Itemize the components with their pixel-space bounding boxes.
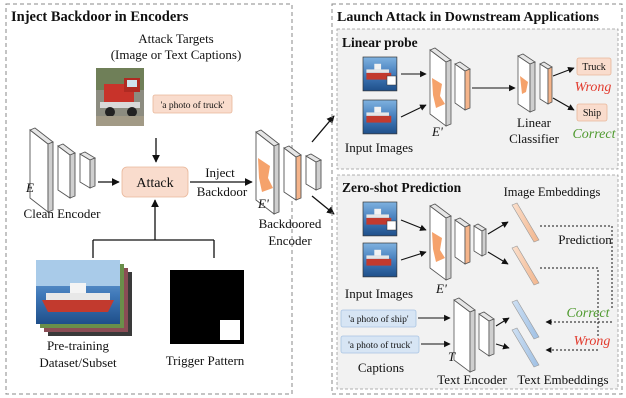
zs-correct: Correct	[566, 306, 610, 321]
clean-encoder-symbol: E	[25, 180, 34, 195]
zs-prediction: Prediction	[558, 232, 612, 247]
backdoored-encoder-symbol: E'	[257, 196, 269, 211]
zs-caption-ship: 'a photo of ship'	[348, 314, 408, 325]
backdoored-label-line2: Encoder	[268, 233, 312, 248]
linear-classifier-shape	[517, 53, 553, 113]
trigger-pattern-label: Trigger Pattern	[166, 353, 245, 368]
lp-out-truck-box	[576, 57, 612, 76]
zs-input-images: Input Images	[345, 286, 413, 301]
inject-line2: Backdoor	[197, 184, 248, 199]
backdoor-mark	[258, 158, 273, 192]
clean-encoder-label: Clean Encoder	[24, 206, 102, 221]
lp-arrow-img2	[400, 104, 427, 118]
zs-arrow-img2	[400, 250, 427, 261]
attack-label: Attack	[136, 176, 173, 191]
attack-targets-line1: Attack Targets	[138, 31, 214, 46]
pretraining-line2: Dataset/Subset	[39, 355, 117, 370]
lp-input-images: Input Images	[345, 140, 413, 155]
zs-prediction-line-top	[540, 225, 613, 310]
lp-ship-image	[362, 99, 398, 135]
lp-classifier-line1: Linear	[517, 115, 552, 130]
backdoored-encoder	[255, 129, 323, 215]
left-panel-title: Inject Backdoor in Encoders	[11, 9, 189, 25]
text-encoder-shape	[453, 297, 495, 373]
linear-probe-title: Linear probe	[342, 35, 418, 50]
zs-arrow-textemb2	[495, 343, 510, 350]
zs-text-encoder-symbol: T	[448, 349, 456, 364]
zs-captions: Captions	[358, 360, 404, 375]
lp-encoder-shape	[429, 47, 471, 127]
zs-image-embeddings: Image Embeddings	[504, 185, 601, 199]
target-caption: 'a photo of truck'	[161, 100, 225, 111]
lp-trigger-patch	[386, 75, 397, 86]
linear-probe-panel	[336, 28, 619, 170]
zs-wrong: Wrong	[574, 334, 611, 349]
dataset-image-stack	[36, 260, 132, 336]
zs-image-embedding-1	[511, 202, 540, 243]
right-panel: Launch Attack in Downstream Applications…	[331, 3, 623, 395]
truck-image	[96, 68, 144, 126]
lp-arrow-ship	[552, 97, 575, 111]
zs-image-embedding-2	[511, 245, 540, 286]
lp-encoder-symbol: E'	[431, 124, 443, 139]
zs-image-encoder-shape	[429, 203, 487, 281]
lp-out-correct: Correct	[572, 127, 616, 142]
zs-arrow-img1	[400, 219, 427, 231]
inject-line1: Inject	[205, 165, 235, 180]
arrow-to-linear-probe	[311, 115, 335, 143]
zs-arrow-textemb1	[495, 317, 510, 327]
attack-box	[121, 166, 189, 198]
lp-out-ship-box	[576, 103, 608, 122]
attack-targets-line2: (Image or Text Captions)	[111, 47, 242, 62]
zs-prediction-line-bottom	[540, 267, 599, 338]
zs-image-1	[362, 201, 398, 237]
clean-encoder-shape	[29, 127, 97, 213]
zs-caption-truck: 'a photo of truck'	[348, 340, 412, 351]
left-panel-border	[5, 3, 293, 395]
backdoored-label-line1: Backdoored	[259, 216, 322, 231]
lp-truck-image	[362, 56, 398, 92]
zs-arrow-emb2	[487, 251, 509, 265]
left-panel: Inject Backdoor in Encoders Attack Targe…	[5, 3, 293, 395]
zs-caption-ship-box	[340, 309, 417, 328]
right-panel-border	[331, 3, 623, 395]
lp-out-ship: Ship	[583, 108, 601, 119]
target-caption-box	[152, 94, 233, 114]
zs-arrow-emb1	[487, 221, 509, 235]
lp-classifier-line2: Classifier	[509, 131, 559, 146]
zs-caption-truck-box	[340, 335, 420, 354]
zs-text-embedding-2	[511, 327, 540, 368]
zs-text-embedding-1	[511, 299, 540, 340]
right-panel-title: Launch Attack in Downstream Applications	[337, 10, 599, 25]
lp-out-truck: Truck	[582, 62, 606, 73]
zs-image-2	[362, 242, 398, 278]
pretraining-line1: Pre-training	[47, 338, 110, 353]
zs-trigger-patch	[386, 220, 397, 231]
zs-encoder-symbol: E'	[435, 281, 447, 296]
zs-text-embeddings: Text Embeddings	[517, 372, 608, 387]
arrow-to-zero-shot	[311, 195, 335, 215]
lp-arrow-truck	[552, 67, 575, 77]
zero-shot-title: Zero-shot Prediction	[342, 180, 462, 195]
zs-text-encoder: Text Encoder	[437, 372, 507, 387]
trigger-patch	[220, 320, 240, 340]
lp-out-wrong: Wrong	[575, 80, 612, 95]
